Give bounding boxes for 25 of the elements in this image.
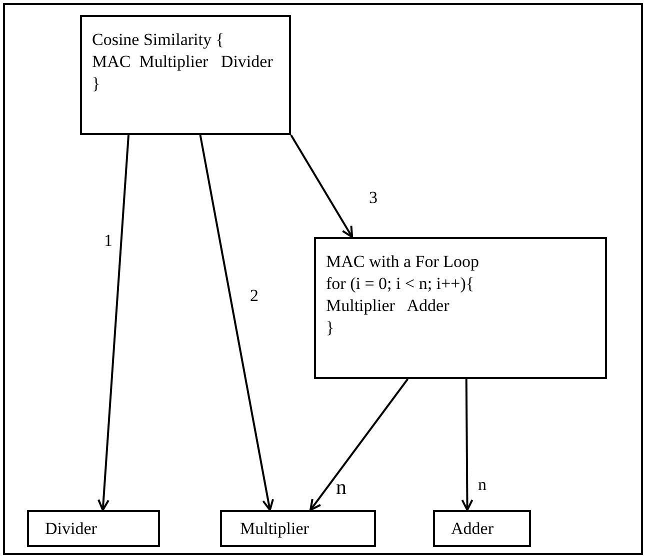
- process-box: [433, 510, 531, 547]
- edge-label: n: [478, 476, 486, 494]
- node-text: Multiplier: [240, 518, 309, 540]
- process-box: [80, 15, 291, 135]
- arrow: [461, 379, 474, 511]
- edge-label: 3: [369, 189, 378, 207]
- node-text: MAC with a For Loop: [326, 251, 479, 273]
- edge-label: 1: [104, 232, 112, 250]
- process-box: [314, 237, 607, 379]
- node-text: }: [92, 73, 100, 95]
- edge-label: 2: [250, 287, 258, 305]
- process-box: [220, 510, 376, 547]
- node-text: for (i = 0; i < n; i++){: [326, 273, 474, 295]
- arrow: [309, 378, 409, 511]
- node-text: Divider: [45, 518, 97, 540]
- arrow: [199, 134, 274, 511]
- arrow: [98, 134, 130, 511]
- node-text: MAC Multiplier Divider: [92, 51, 273, 73]
- node-text: }: [326, 317, 334, 339]
- node-text: Adder: [451, 518, 494, 540]
- process-box: [27, 510, 160, 547]
- node-text: Cosine Similarity {: [92, 29, 224, 51]
- arrow: [290, 134, 354, 238]
- edge-label: n: [336, 478, 346, 496]
- node-text: Multiplier Adder: [326, 295, 450, 317]
